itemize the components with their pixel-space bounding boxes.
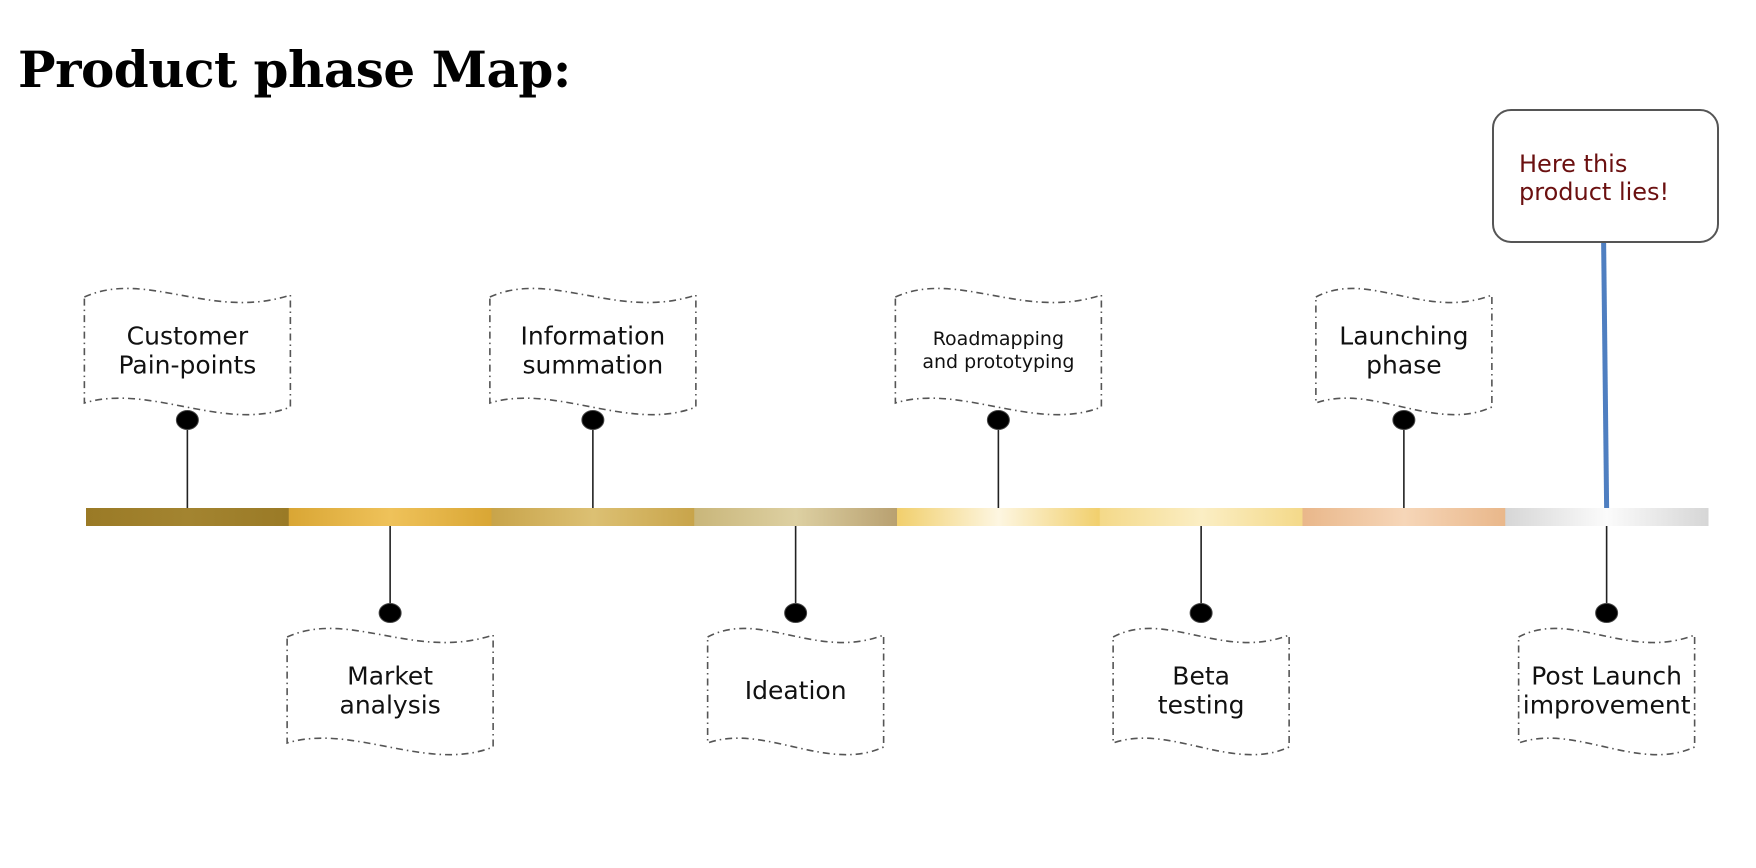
flag-label: Roadmapping — [933, 328, 1064, 350]
node-customer-pain-points — [175, 410, 199, 430]
callout-label: Here this — [1519, 150, 1627, 178]
flag-label: Market — [347, 661, 433, 690]
flag-label: improvement — [1523, 690, 1691, 719]
callout-box — [1492, 109, 1719, 243]
flag-ideation: Ideation — [706, 627, 885, 756]
timeline-segment-8 — [1505, 508, 1709, 526]
timeline-segment-7 — [1302, 508, 1506, 526]
timeline-segment-4 — [694, 508, 898, 526]
timeline-segment-2 — [288, 508, 492, 526]
flag-shape — [706, 627, 885, 756]
flag-label: Information — [521, 321, 666, 350]
flag-shape — [489, 287, 697, 416]
page-title: Product phase Map: — [18, 40, 571, 99]
node-market-analysis — [378, 603, 402, 623]
node-ideation — [784, 603, 808, 623]
flag-label: phase — [1366, 350, 1441, 379]
flag-label: Customer — [127, 321, 249, 350]
flag-label: Pain-points — [118, 350, 256, 379]
timeline-bar — [86, 508, 1709, 526]
flag-label: Ideation — [745, 676, 847, 705]
flag-label: testing — [1158, 690, 1245, 719]
timeline-segment-1 — [86, 508, 290, 526]
flag-shape — [286, 627, 494, 756]
flag-label: summation — [522, 350, 663, 379]
timeline-segment-3 — [491, 508, 695, 526]
flag-label: Beta — [1172, 661, 1230, 690]
node-beta-testing — [1189, 603, 1213, 623]
node-launching-phase — [1392, 410, 1416, 430]
node-post-launch-improvement — [1595, 603, 1619, 623]
timeline-segment-6 — [1099, 508, 1303, 526]
flag-label: and prototyping — [922, 351, 1074, 373]
flag-shape — [83, 287, 292, 416]
callout-label: product lies! — [1519, 178, 1669, 206]
current-phase-pointer — [1601, 241, 1610, 509]
timeline-stems — [175, 410, 1619, 623]
flag-label: Launching — [1339, 321, 1468, 350]
node-information-summation — [581, 410, 605, 430]
flag-label: Post Launch — [1531, 661, 1682, 690]
node-roadmapping-and-prototyping — [986, 410, 1010, 430]
flag-shape — [1112, 627, 1290, 756]
flag-shape — [1517, 627, 1696, 756]
flag-label: analysis — [340, 690, 441, 719]
timeline-segment-5 — [897, 508, 1101, 526]
flag-shape — [894, 287, 1103, 416]
flag-shape — [1315, 287, 1493, 416]
